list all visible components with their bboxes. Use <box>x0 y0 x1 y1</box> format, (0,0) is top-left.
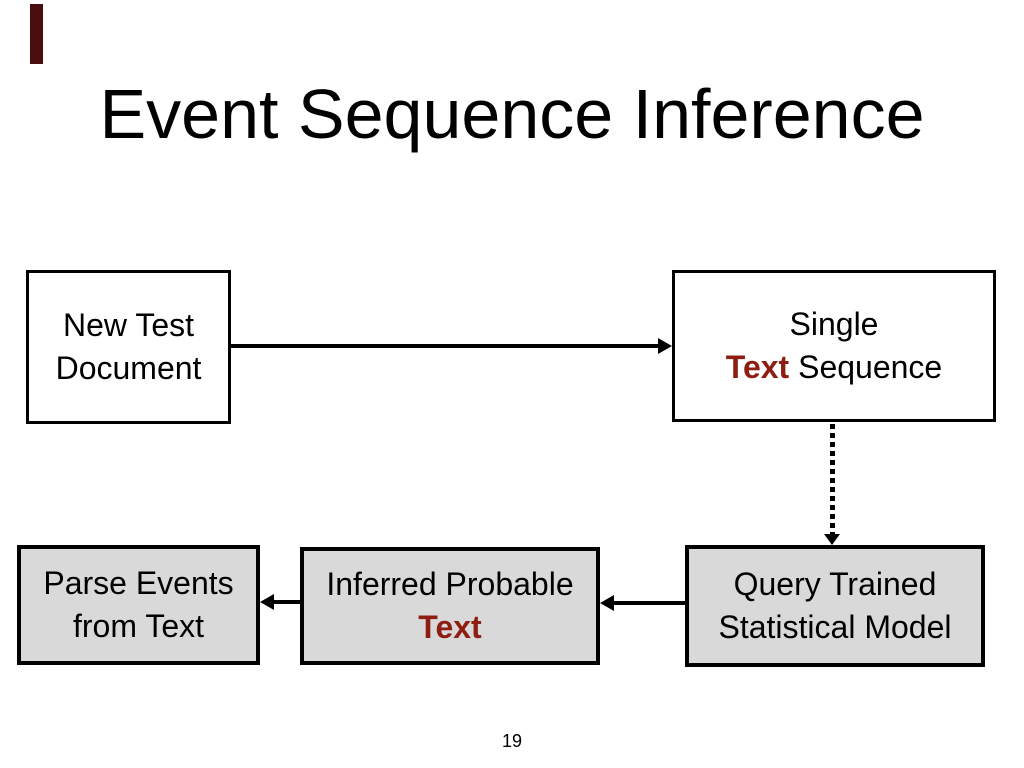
flow-box-single-text-sequence: Single Text Sequence <box>672 270 996 422</box>
bookmark-ribbon <box>30 4 43 64</box>
box-line: from Text <box>73 608 204 644</box>
arrow-line-inferred-to-parse <box>272 600 300 604</box>
box-line: Query Trained <box>733 566 937 602</box>
flow-box-inferred-probable-text: Inferred Probable Text <box>300 547 600 665</box>
arrowhead-left-icon <box>260 594 274 610</box>
box-line: Statistical Model <box>718 609 952 645</box>
arrowhead-right-icon <box>658 338 672 354</box>
box-line: Inferred Probable <box>326 566 574 602</box>
box-line: Single <box>789 306 879 342</box>
page-number: 19 <box>501 731 523 751</box>
highlighted-word: Text <box>725 349 790 385</box>
flow-box-parse-events-from-text: Parse Events from Text <box>17 545 260 665</box>
slide-title: Event Sequence Inference <box>99 75 925 153</box>
dotted-arrow-line-single-to-query <box>830 424 835 534</box>
box-line-rest: Sequence <box>789 349 943 385</box>
flow-box-query-trained-statistical-model: Query Trained Statistical Model <box>685 545 985 667</box>
arrow-line-new-test-to-single <box>231 344 661 348</box>
highlighted-word: Text <box>418 609 482 645</box>
flow-box-new-test-document: New Test Document <box>26 270 231 424</box>
box-line: New Test <box>62 307 194 343</box>
arrowhead-left-icon <box>600 595 614 611</box>
arrow-line-query-to-inferred <box>612 601 685 605</box>
arrowhead-down-icon <box>824 534 840 545</box>
box-line: Parse Events <box>43 565 234 601</box>
box-line: Text Sequence <box>726 346 942 389</box>
box-line: Document <box>55 350 202 386</box>
